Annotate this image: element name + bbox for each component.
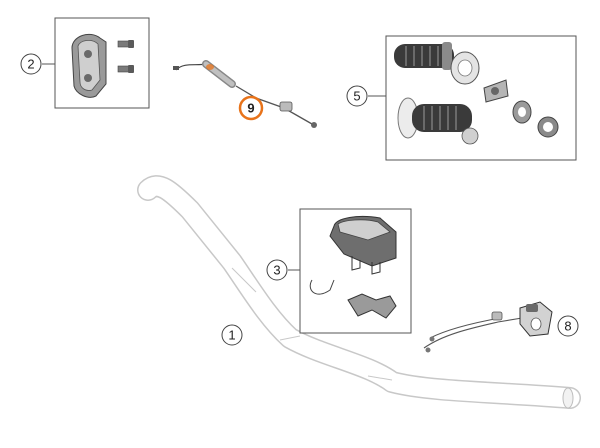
- svg-text:9: 9: [247, 101, 254, 116]
- clamp-detail-box: [54, 17, 150, 109]
- svg-text:1: 1: [228, 328, 235, 343]
- kill-switch: [423, 301, 553, 353]
- clamp-bolt-icon: [117, 65, 134, 73]
- grip-ring-icon: [512, 100, 532, 124]
- right-grip: [397, 97, 479, 145]
- callout-8[interactable]: 8: [557, 315, 579, 337]
- callout-2[interactable]: 2: [20, 53, 42, 75]
- svg-text:8: 8: [564, 319, 571, 334]
- throttle-cable: [173, 60, 317, 128]
- left-grip: [394, 42, 480, 85]
- handlebar: [137, 175, 581, 409]
- callout-3[interactable]: 3: [266, 259, 288, 281]
- callout-1[interactable]: 1: [221, 324, 243, 346]
- svg-text:5: 5: [353, 89, 360, 104]
- callout-9[interactable]: 9: [238, 95, 264, 121]
- grip-clamp-icon: [537, 116, 559, 138]
- svg-text:2: 2: [27, 57, 34, 72]
- callout-5[interactable]: 5: [346, 85, 368, 107]
- pad-detail-box: [299, 208, 412, 334]
- throttle-tube-icon: [483, 79, 509, 103]
- grips-detail-box: [385, 35, 577, 161]
- clamp-bolt-icon: [117, 40, 134, 48]
- svg-text:3: 3: [273, 263, 280, 278]
